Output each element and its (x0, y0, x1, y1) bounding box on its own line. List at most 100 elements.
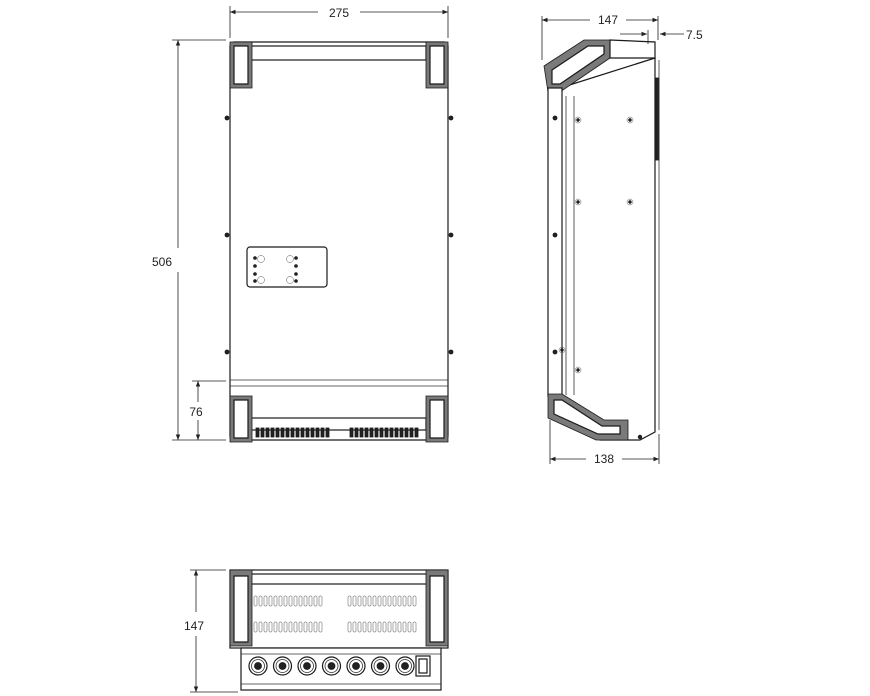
vent-slot (392, 595, 397, 607)
vent-slot (285, 427, 290, 438)
vent-slot (377, 621, 382, 633)
vent-slot (315, 427, 320, 438)
vent-slot (320, 427, 325, 438)
vent-slot (402, 621, 407, 633)
vent-slot (364, 427, 369, 438)
vent-slot (352, 621, 357, 633)
vent-slot (275, 427, 280, 438)
vent-slot (305, 427, 310, 438)
vent-slot (263, 621, 268, 633)
vent-slot (263, 595, 268, 607)
vent-slot (260, 427, 265, 438)
terminal-connectors (248, 656, 415, 676)
vent-slot (367, 595, 372, 607)
front-side-mounts (224, 115, 454, 355)
vent-slot (414, 427, 419, 438)
side-view (543, 39, 660, 441)
vent-slot (394, 427, 399, 438)
vent-slot (372, 621, 377, 633)
vent-slot (258, 621, 263, 633)
dim-front-lower-text: 76 (189, 405, 203, 419)
display-panel (246, 246, 328, 288)
dim-side-depth-top: 147 (541, 13, 659, 60)
terminal-connector (395, 656, 415, 676)
vent-slot (265, 427, 270, 438)
vent-slot (313, 595, 318, 607)
vent-slot (397, 621, 402, 633)
vent-slot (303, 621, 308, 633)
vent-slot (318, 595, 323, 607)
vent-slot (347, 595, 352, 607)
vent-slot (409, 427, 414, 438)
vent-slot (290, 427, 295, 438)
vent-slot (387, 621, 392, 633)
vent-slot (347, 621, 352, 633)
vent-slot (367, 621, 372, 633)
vent-slot (300, 427, 305, 438)
vent-slot (354, 427, 359, 438)
vent-slot (349, 427, 354, 438)
vent-slot (268, 595, 273, 607)
vent-slot (352, 595, 357, 607)
terminal-connector (248, 656, 268, 676)
vent-slot (253, 595, 258, 607)
vent-slot (288, 621, 293, 633)
dim-front-width-text: 275 (329, 6, 349, 20)
vent-slot (384, 427, 389, 438)
vent-slot (389, 427, 394, 438)
vent-slot (293, 621, 298, 633)
dim-front-height-text: 506 (152, 255, 172, 269)
vent-slot (369, 427, 374, 438)
vent-slot (412, 595, 417, 607)
vent-slot (404, 427, 409, 438)
side-screws (552, 115, 643, 440)
vent-slot (379, 427, 384, 438)
vent-slot (357, 621, 362, 633)
vent-slot (313, 621, 318, 633)
vent-slot (255, 427, 260, 438)
vent-slot (308, 595, 313, 607)
vent-slot (382, 621, 387, 633)
vent-slot (399, 427, 404, 438)
power-switch (415, 655, 431, 677)
dim-side-handle-offset-text: 7.5 (686, 28, 703, 42)
dim-front-lower: 76 (189, 380, 226, 440)
vent-slot (273, 621, 278, 633)
vent-slot (298, 595, 303, 607)
vent-slot (283, 595, 288, 607)
vent-slot (372, 595, 377, 607)
vent-slot (268, 621, 273, 633)
vent-slot (412, 621, 417, 633)
vent-slot (325, 427, 330, 438)
vent-slot (402, 595, 407, 607)
vent-slot (303, 595, 308, 607)
vent-slot (258, 595, 263, 607)
vent-slot (362, 621, 367, 633)
front-view (224, 41, 454, 443)
vent-slot (387, 595, 392, 607)
vent-slot (308, 621, 313, 633)
bottom-view (229, 569, 449, 691)
dim-bottom-depth-text: 147 (184, 619, 204, 633)
dim-side-depth-top-text: 147 (598, 13, 618, 27)
terminal-connector (321, 656, 342, 676)
terminal-connector (346, 656, 366, 676)
dim-side-handle-offset: 7.5 (620, 28, 703, 44)
vent-slot (253, 621, 258, 633)
vent-slot (295, 427, 300, 438)
dim-side-depth-bottom-text: 138 (594, 452, 614, 466)
vent-slot (273, 595, 278, 607)
terminal-connector (370, 656, 391, 676)
dim-front-height: 506 (152, 39, 226, 441)
vent-slot (377, 595, 382, 607)
vent-slot (298, 621, 303, 633)
vent-slot (407, 595, 412, 607)
vent-slot (278, 621, 283, 633)
vent-slot (270, 427, 275, 438)
front-bottom-vents (255, 427, 419, 438)
vent-slot (357, 595, 362, 607)
vent-slot (310, 427, 315, 438)
vent-slot (280, 427, 285, 438)
vent-slot (407, 621, 412, 633)
